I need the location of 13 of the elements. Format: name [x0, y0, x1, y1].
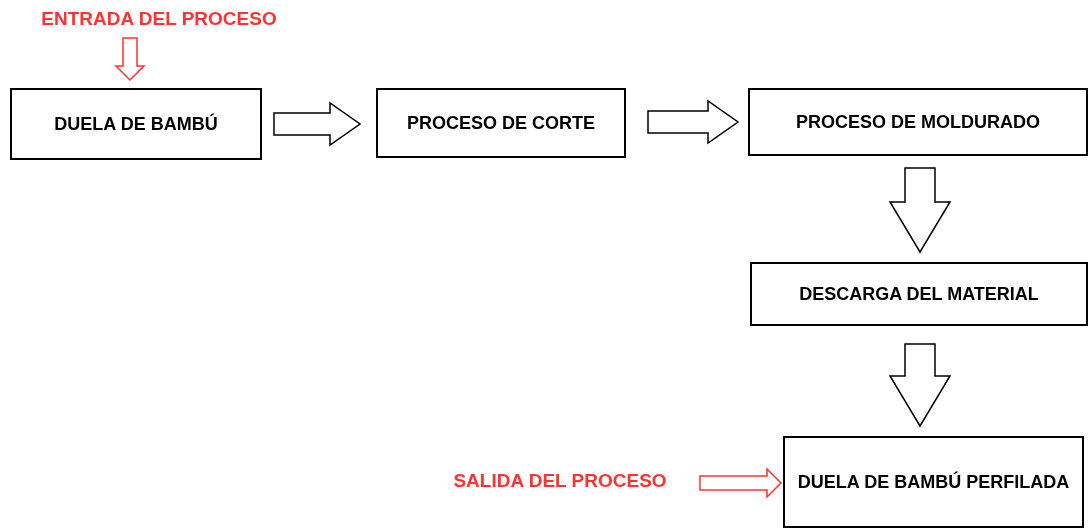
process-box: PROCESO DE MOLDURADO: [748, 88, 1088, 156]
process-label: SALIDA DEL PROCESO: [432, 468, 688, 494]
block-arrow: [888, 343, 952, 428]
block-arrow: [273, 101, 362, 147]
block-arrow: [647, 99, 740, 145]
block-arrow: [699, 467, 783, 499]
block-arrow: [888, 167, 952, 254]
block-arrow: [114, 37, 146, 82]
process-label: ENTRADA DEL PROCESO: [14, 6, 304, 32]
process-box: DUELA DE BAMBÚ PERFILADA: [783, 436, 1084, 528]
process-box: DUELA DE BAMBÚ: [10, 88, 262, 160]
process-box: PROCESO DE CORTE: [376, 88, 626, 158]
process-box: DESCARGA DEL MATERIAL: [750, 262, 1088, 326]
